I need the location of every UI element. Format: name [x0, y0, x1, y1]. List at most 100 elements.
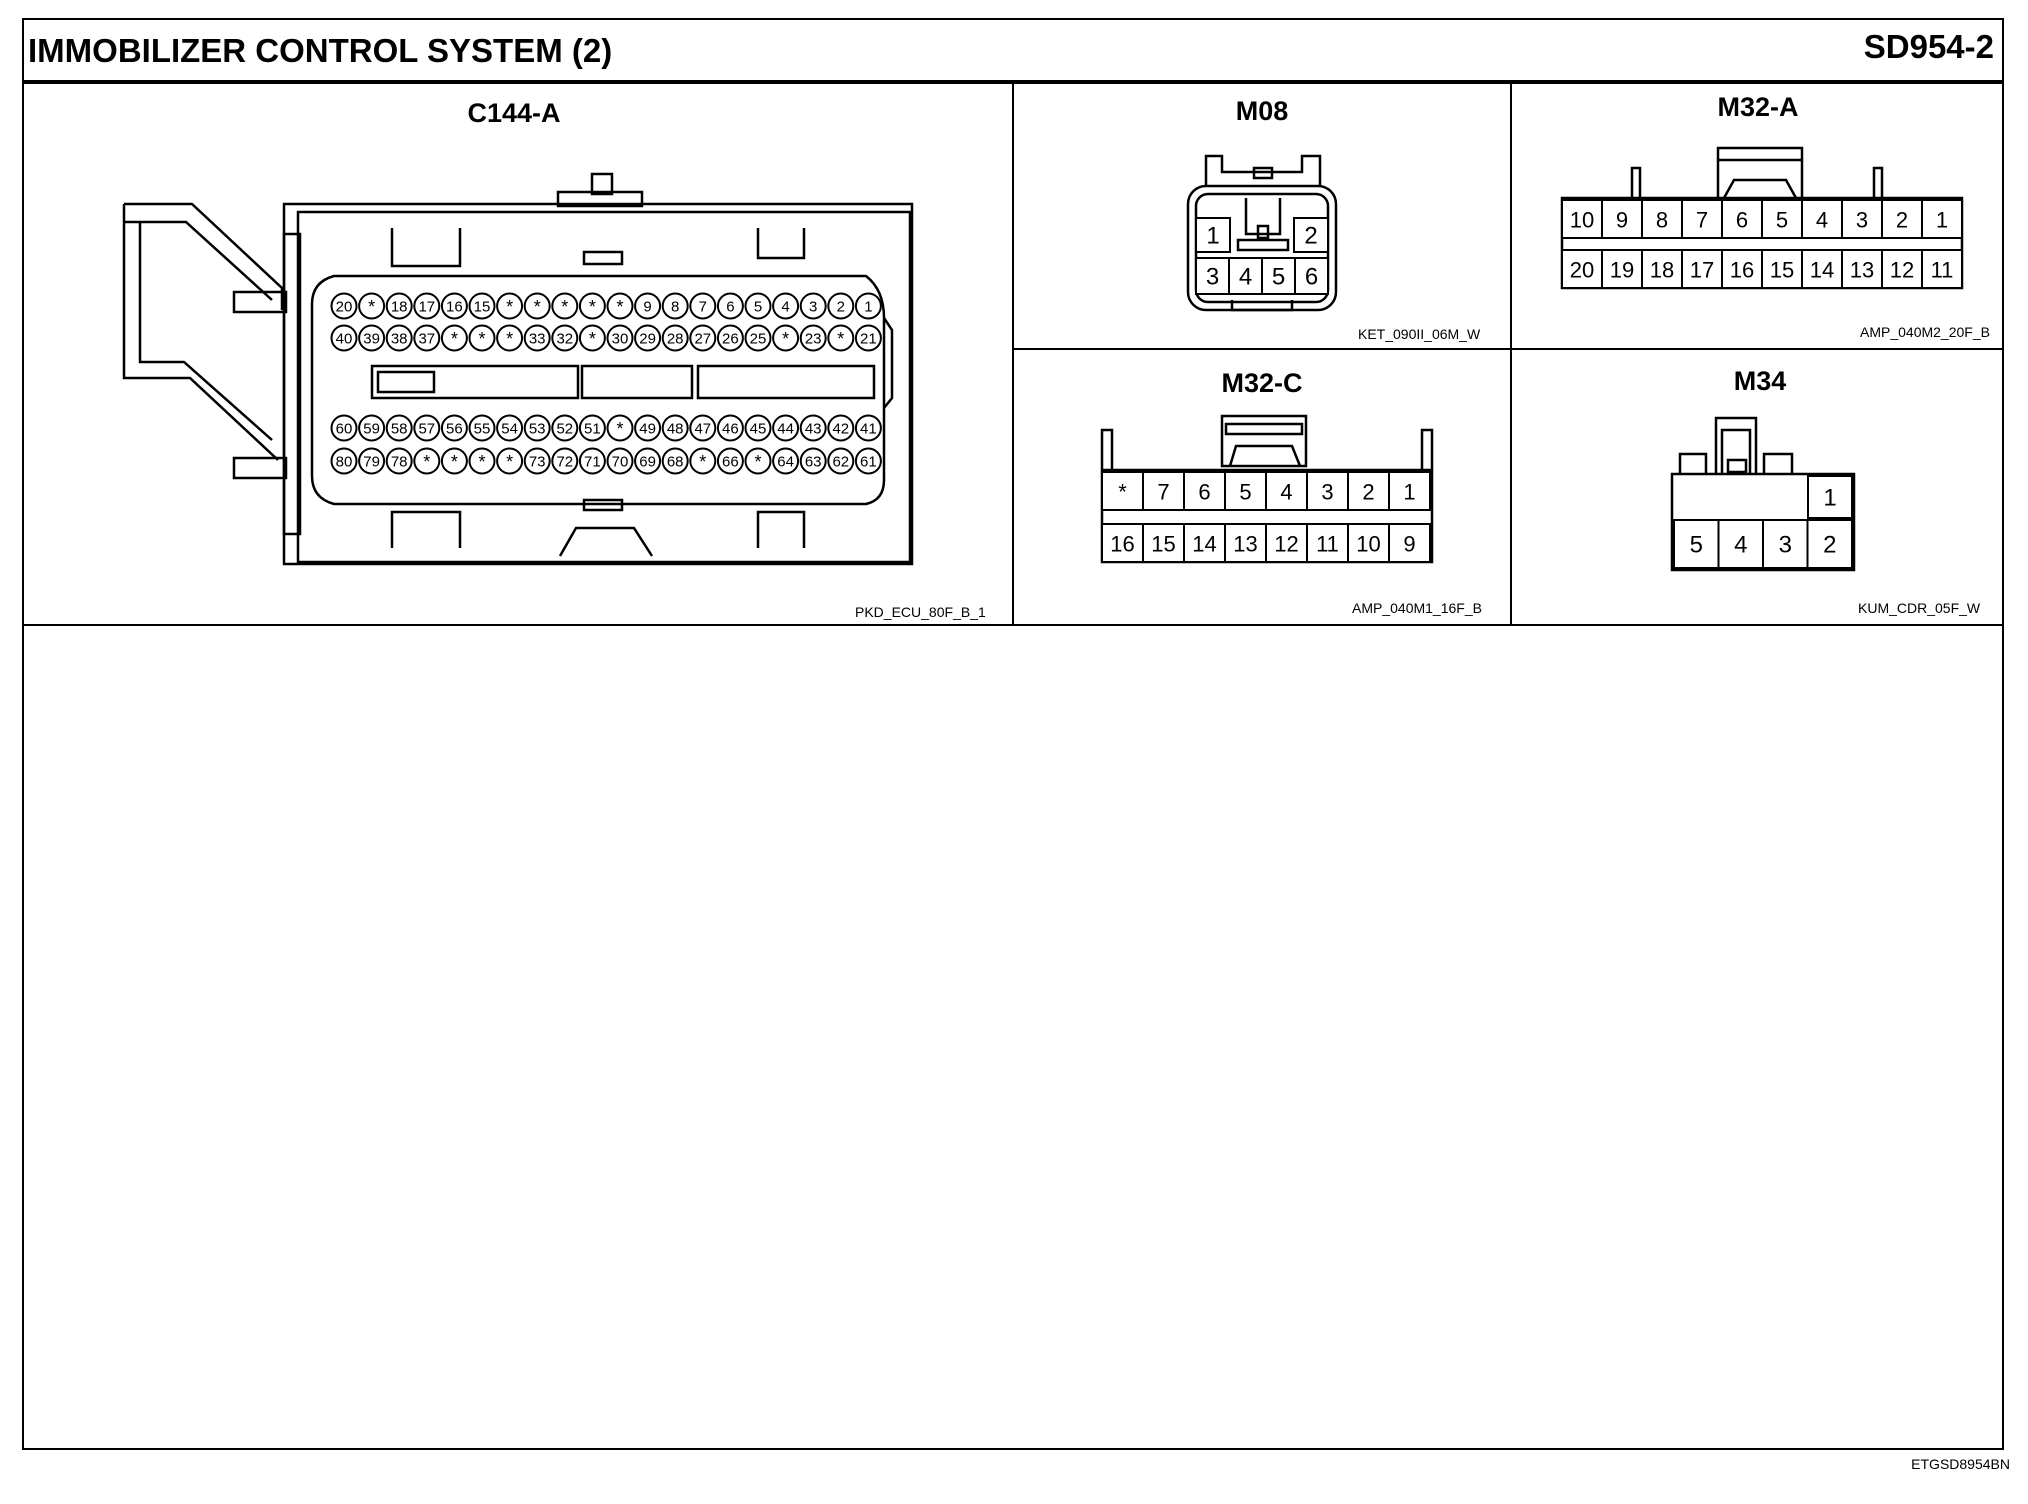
m32a-pin-label: 10 [1570, 208, 1594, 233]
c144a-pin-label: 63 [805, 454, 822, 471]
c144a-pin [716, 414, 744, 442]
c144a-pin-label: * [754, 452, 761, 472]
m32c-pin-label: 15 [1151, 532, 1175, 557]
c144a-pin [523, 292, 551, 320]
c144a-pin [606, 447, 634, 475]
c144a-pin-label: * [506, 329, 513, 349]
m32c-cavity [1388, 523, 1431, 563]
m32a-pin-label: 2 [1896, 208, 1908, 233]
c144a-pin [744, 292, 772, 320]
m32a-pin-label: 16 [1730, 258, 1754, 283]
c144a-pin-label: 45 [750, 421, 767, 438]
c144a-pin [385, 414, 413, 442]
m08-cavity [1195, 257, 1230, 295]
c144a-pin [468, 292, 496, 320]
c144a-pin [689, 447, 717, 475]
c144a-pin-label: 51 [584, 421, 601, 438]
c144a-pin [523, 414, 551, 442]
m32c-pin-label: 2 [1362, 480, 1374, 505]
m32c-cavity [1347, 471, 1390, 511]
m32a-pin-label: 13 [1850, 258, 1874, 283]
c144a-pin [385, 447, 413, 475]
m32c-pin-label: 16 [1110, 532, 1134, 557]
c144a-pin [689, 292, 717, 320]
c144a-pin [799, 324, 827, 352]
divider-v1 [1012, 84, 1014, 624]
m32a-pin-label: 8 [1656, 208, 1668, 233]
c144a-pin [496, 414, 524, 442]
m32a-pin-label: 4 [1816, 208, 1828, 233]
c144a-pin-label: 54 [501, 421, 518, 438]
c144a-pin [578, 447, 606, 475]
c144a-pin-label: 20 [336, 299, 353, 316]
c144a-pin-label: 56 [446, 421, 463, 438]
c144a-pin [440, 414, 468, 442]
c144a-pin [634, 447, 662, 475]
m32a-pin-label: 14 [1810, 258, 1834, 283]
c144a-pin [772, 292, 800, 320]
m32c-cavity [1265, 523, 1308, 563]
m34-pin-label: 4 [1734, 532, 1747, 559]
c144a-pin-label: 71 [584, 454, 601, 471]
m32c-cavity [1142, 471, 1185, 511]
m08-cavity [1228, 257, 1263, 295]
c144a-pin-label: 43 [805, 421, 822, 438]
part-code-m32c: AMP_040M1_16F_B [1352, 600, 1482, 616]
m32a-cavity [1801, 199, 1843, 239]
c144a-pin-label: 44 [777, 421, 794, 438]
c144a-pin [578, 324, 606, 352]
c144a-pin [827, 414, 855, 442]
m32a-cavity [1681, 249, 1723, 289]
c144a-pin-label: * [837, 329, 844, 349]
c144a-pin-label: 26 [722, 331, 739, 348]
divider-h-bottom [22, 624, 2004, 626]
c144a-pin-label: 38 [391, 331, 408, 348]
m32c-cavity [1142, 523, 1185, 563]
c144a-pin [413, 414, 441, 442]
c144a-pin-label: * [506, 452, 513, 472]
m32c-pin-label: 13 [1233, 532, 1257, 557]
c144a-pin-label: * [589, 297, 596, 317]
m32a-pin-label: 3 [1856, 208, 1868, 233]
m32a-cavity [1921, 199, 1963, 239]
c144a-pin [772, 447, 800, 475]
c144a-pin-label: * [699, 452, 706, 472]
m32a-pin-label: 6 [1736, 208, 1748, 233]
c144a-pin [661, 292, 689, 320]
part-code-m32a: AMP_040M2_20F_B [1860, 324, 1990, 340]
m32a-cavity [1721, 249, 1763, 289]
c144a-pin [551, 324, 579, 352]
m32a-cavity [1641, 249, 1683, 289]
c144a-pin-label: 28 [667, 331, 684, 348]
m32c-pin-label: 10 [1356, 532, 1380, 557]
c144a-pin [578, 292, 606, 320]
c144a-pin [799, 414, 827, 442]
m32c-pin-label: * [1118, 480, 1127, 505]
m32a-cavity [1641, 199, 1683, 239]
part-code-m34: KUM_CDR_05F_W [1858, 600, 1981, 616]
m34-cavity [1673, 519, 1720, 569]
c144a-pin [551, 414, 579, 442]
c144a-pin-label: 15 [474, 299, 491, 316]
m32a-cavity [1681, 199, 1723, 239]
c144a-pin [385, 292, 413, 320]
c144a-pin-label: 25 [750, 331, 767, 348]
m08-pin-label: 1 [1206, 223, 1219, 250]
c144a-pin-label: 73 [529, 454, 546, 471]
c144a-pin-label: 23 [805, 331, 822, 348]
m32a-pin-label: 11 [1931, 258, 1954, 283]
c144a-pin-label: * [782, 329, 789, 349]
c144a-pin-label: 6 [726, 299, 734, 316]
c144a-pin [440, 447, 468, 475]
c144a-pin-label: 79 [363, 454, 380, 471]
c144a-pin-label: * [451, 329, 458, 349]
c144a-pin-label: 78 [391, 454, 408, 471]
c144a-pin-label: 60 [336, 421, 353, 438]
c144a-pin-label: 40 [336, 331, 353, 348]
connector-name-c144a: C144-A [467, 98, 561, 128]
c144a-pin [330, 414, 358, 442]
c144a-pin-label: 46 [722, 421, 739, 438]
